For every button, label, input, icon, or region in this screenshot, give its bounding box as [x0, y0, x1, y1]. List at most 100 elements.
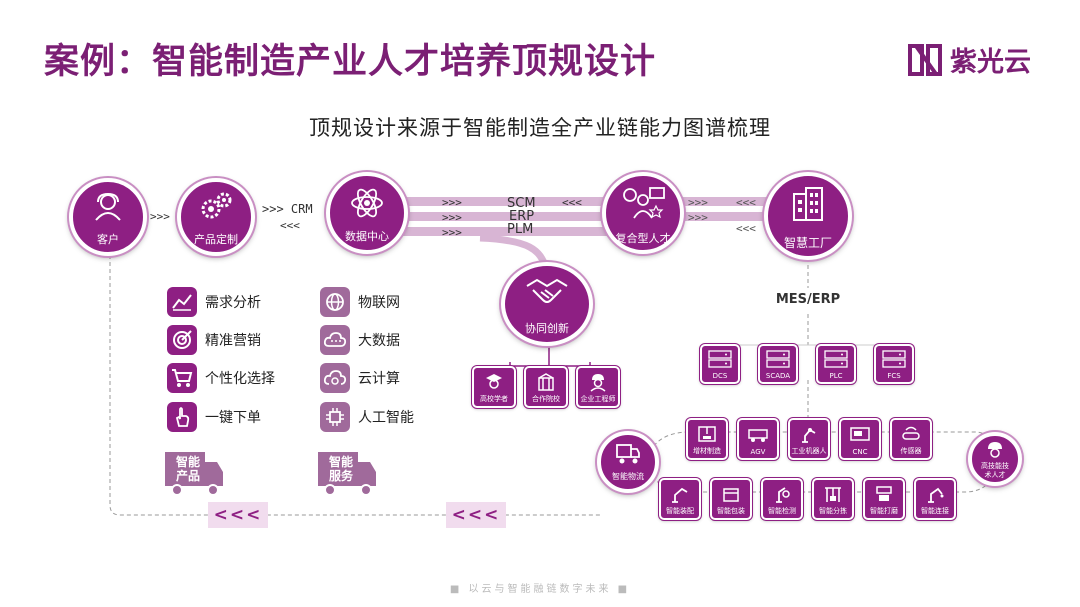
flow-arrow-back: <<<	[280, 219, 300, 232]
cnc-icon	[850, 427, 870, 441]
school-icon	[538, 373, 554, 391]
node-smart-logistics[interactable]: 智能物流	[597, 431, 659, 493]
equipment-box[interactable]: 智能检测	[761, 478, 803, 520]
system-box[interactable]: DCS	[700, 344, 740, 384]
equipment-box[interactable]: 智能包装	[710, 478, 752, 520]
equipment-box[interactable]: 智能连接	[914, 478, 956, 520]
feature-item[interactable]: 云计算	[320, 363, 400, 393]
feature-item[interactable]: 个性化选择	[167, 363, 275, 393]
logo-mark-icon	[908, 43, 942, 76]
equipment-box[interactable]: 增材制造	[686, 418, 728, 460]
system-scm: SCM	[507, 196, 536, 211]
equipment-box[interactable]: 工业机器人	[788, 418, 830, 460]
feature-label: 物联网	[358, 295, 400, 311]
feature-item[interactable]: 精准营销	[167, 325, 261, 355]
equipment-label: 增材制造	[693, 447, 721, 455]
flow-arrow-back: <<<	[736, 222, 756, 235]
flow-arrow: >>>	[442, 196, 462, 209]
equipment-label: CNC	[852, 448, 868, 456]
handshake-icon	[526, 278, 568, 303]
logo: 紫光云	[908, 40, 1031, 79]
node-label: 数据中心	[345, 230, 389, 243]
system-label: FCS	[887, 372, 901, 380]
atom-icon	[351, 188, 383, 218]
equipment-box[interactable]: 智能打磨	[863, 478, 905, 520]
collab-item[interactable]: 企业工程师	[576, 366, 620, 408]
truck-icon	[318, 452, 376, 496]
flow-arrow: >>>	[688, 211, 708, 224]
cloud-compute-icon	[320, 363, 350, 393]
system-plm: PLM	[507, 222, 534, 237]
truck-icon	[165, 452, 223, 496]
node-customer[interactable]: 客户	[69, 178, 147, 256]
system-label: PLC	[829, 372, 843, 380]
collab-item-label: 企业工程师	[580, 395, 616, 403]
page-title: 案例：智能制造产业人才培养顶规设计	[44, 42, 657, 82]
truck-label: 智能服务	[328, 455, 353, 483]
equipment-label: 工业机器人	[791, 447, 827, 455]
talent-icon	[623, 187, 665, 219]
feature-item[interactable]: 物联网	[320, 287, 400, 317]
feature-item[interactable]: 人工智能	[320, 402, 414, 432]
server-icon	[766, 350, 790, 368]
feature-label: 个性化选择	[205, 371, 275, 387]
feature-item[interactable]: 一键下单	[167, 402, 261, 432]
chart-line-icon	[167, 287, 197, 317]
packaging-icon	[723, 488, 739, 502]
target-icon	[167, 325, 197, 355]
equipment-box[interactable]: AGV	[737, 418, 779, 460]
flow-arrow-back: <<<	[736, 196, 756, 209]
system-box[interactable]: FCS	[874, 344, 914, 384]
feature-label: 需求分析	[205, 295, 261, 311]
cart-icon	[167, 363, 197, 393]
flow-crm: >>> CRM	[262, 202, 313, 216]
subtitle: 顶规设计来源于智能制造全产业链能力图谱梳理	[309, 116, 771, 140]
system-erp: ERP	[509, 209, 535, 224]
node-skilled-talent[interactable]: 高技能技术人才	[968, 432, 1022, 486]
feature-item[interactable]: 需求分析	[167, 287, 261, 317]
scholar-icon	[486, 374, 502, 389]
welding-arm-icon	[928, 487, 944, 503]
equipment-box[interactable]: CNC	[839, 418, 881, 460]
system-box[interactable]: SCADA	[758, 344, 798, 384]
flow-arrow: >>>	[688, 196, 708, 209]
truck-label: 智能产品	[175, 455, 200, 483]
equipment-label: 智能连接	[921, 507, 949, 515]
server-icon	[708, 350, 732, 368]
node-composite-talent[interactable]: 复合型人才	[602, 172, 684, 254]
feature-label: 精准营销	[205, 333, 261, 349]
equipment-box[interactable]: 传感器	[890, 418, 932, 460]
node-label: 智慧工厂	[783, 236, 832, 250]
logo-text: 紫光云	[950, 47, 1031, 78]
feature-item[interactable]: 大数据	[320, 325, 400, 355]
node-collab-innovation[interactable]: 协同创新	[501, 262, 593, 346]
node-label: 智能物流	[612, 472, 644, 481]
node-smart-factory[interactable]: 智慧工厂	[764, 172, 852, 260]
node-label: 客户	[97, 233, 119, 246]
feature-label: 人工智能	[358, 410, 414, 426]
equipment-box[interactable]: 智能装配	[659, 478, 701, 520]
node-product-custom[interactable]: 产品定制	[177, 178, 255, 256]
pointer-hand-icon	[167, 402, 197, 432]
equipment-label: AGV	[750, 448, 766, 456]
collab-item[interactable]: 高校学者	[472, 366, 516, 408]
collab-item[interactable]: 合作院校	[524, 366, 568, 408]
equipment-label: 传感器	[900, 447, 922, 455]
factory-building-icon	[793, 187, 823, 221]
system-label: DCS	[712, 372, 728, 380]
mes-label-bg	[753, 288, 863, 312]
printer-3d-icon	[698, 426, 716, 442]
collab-item-label: 合作院校	[532, 395, 560, 403]
truck-smart-service: 智能服务	[318, 452, 378, 500]
cloud-data-icon	[320, 325, 350, 355]
equipment-label: 智能分拣	[819, 507, 847, 515]
equipment-box[interactable]: 智能分拣	[812, 478, 854, 520]
system-box[interactable]: PLC	[816, 344, 856, 384]
mes-erp-label: MES/ERP	[775, 292, 841, 307]
node-label: 高技能技术人才	[981, 462, 1009, 479]
agv-icon	[748, 429, 768, 442]
node-label: 产品定制	[194, 233, 238, 246]
node-data-center[interactable]: 数据中心	[326, 172, 408, 254]
equipment-label: 智能检测	[768, 507, 796, 515]
feature-label: 一键下单	[205, 410, 261, 426]
